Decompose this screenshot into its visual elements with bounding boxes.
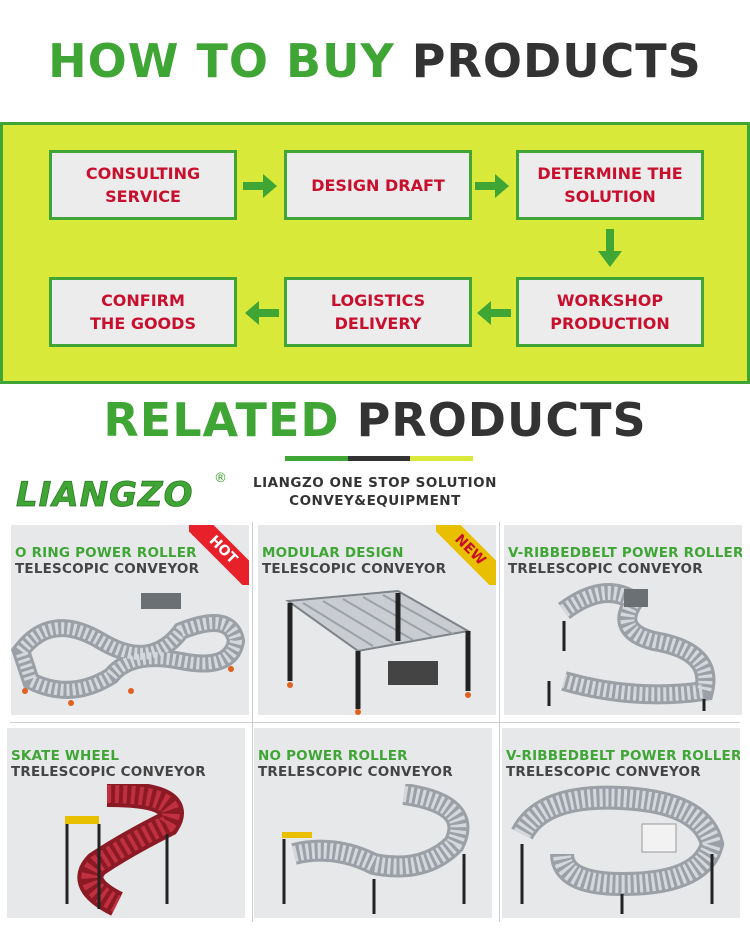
product-subtitle: TRELESCOPIC CONVEYOR [506,764,701,780]
step-design-draft: DESIGN DRAFT [284,150,472,220]
skate-wheel-conveyor-image [65,784,184,916]
straight-conveyor-image [285,589,471,715]
heading-green-part: HOW TO BUY [48,34,395,88]
product-card-v-ribbed-1[interactable]: V-RIBBEDBELT POWER ROLLER TRELESCOPIC CO… [504,525,742,715]
step-logistics-delivery: LOGISTICS DELIVERY [284,277,472,347]
tagline-line1: LIANGZO ONE STOP SOLUTION [253,475,497,491]
arrow-right-icon [475,172,509,200]
step-confirm-goods: CONFIRM THE GOODS [49,277,237,347]
badge-label: NEW [436,525,496,585]
buying-process-panel: CONSULTING SERVICE DESIGN DRAFT DETERMIN… [0,122,750,384]
liangzo-logo: LIANGZO ® [14,468,234,515]
product-title: MODULAR DESIGN [262,545,404,561]
tagline-line2: CONVEY&EQUIPMENT [289,493,461,509]
product-title: V-RIBBEDBELT POWER ROLLER [506,748,740,764]
product-title: SKATE WHEEL [11,748,120,764]
product-card-v-ribbed-2[interactable]: V-RIBBEDBELT POWER ROLLER TRELESCOPIC CO… [502,728,740,918]
hot-badge: HOT [189,525,249,585]
u-curve-conveyor-image [511,785,725,914]
product-card-no-power[interactable]: NO POWER ROLLER TRELESCOPIC CONVEYOR [254,728,492,918]
product-subtitle: TELESCOPIC CONVEYOR [262,561,447,577]
curved-conveyor-image [11,593,246,706]
product-subtitle: TRELESCOPIC CONVEYOR [11,764,206,780]
step-determine-solution: DETERMINE THE SOLUTION [516,150,704,220]
heading-dark-part: PRODUCTS [411,34,702,88]
lime-bar [410,456,474,461]
dark-bar [347,456,411,461]
step-consulting-service: CONSULTING SERVICE [49,150,237,220]
product-subtitle: TRELESCOPIC CONVEYOR [508,561,703,577]
new-badge: NEW [436,525,496,585]
green-bar [285,456,348,461]
product-card-o-ring[interactable]: O RING POWER ROLLER TELESCOPIC CONVEYOR … [11,525,249,715]
registered-mark: ® [214,471,227,486]
logo-text: LIANGZO [16,475,194,512]
product-card-skate-wheel[interactable]: SKATE WHEEL TRELESCOPIC CONVEYOR [7,728,245,918]
arrow-right-icon [243,172,277,200]
tagline: LIANGZO ONE STOP SOLUTION CONVEY&EQUIPME… [250,474,500,510]
product-title: NO POWER ROLLER [258,748,408,764]
product-title: O RING POWER ROLLER [15,545,197,561]
arrow-left-icon [245,299,279,327]
arrow-left-icon [477,299,511,327]
related-products-heading: RELATED PRODUCTS [0,393,750,447]
step-workshop-production: WORKSHOP PRODUCTION [516,277,704,347]
product-subtitle: TRELESCOPIC CONVEYOR [258,764,453,780]
how-to-buy-heading: HOW TO BUY PRODUCTS [0,34,750,88]
grid-divider-horizontal [10,722,740,723]
badge-label: HOT [189,525,249,585]
arrow-down-icon [596,229,624,267]
s-curve-conveyor-image [547,583,716,711]
heading-color-bars [285,456,474,461]
product-title: V-RIBBEDBELT POWER ROLLER [508,545,742,561]
s-curve-conveyor-image [282,784,470,914]
heading-green-part: RELATED [103,393,340,447]
heading-dark-part: PRODUCTS [356,393,647,447]
product-card-modular[interactable]: MODULAR DESIGN TELESCOPIC CONVEYOR NEW [258,525,496,715]
product-subtitle: TELESCOPIC CONVEYOR [15,561,200,577]
